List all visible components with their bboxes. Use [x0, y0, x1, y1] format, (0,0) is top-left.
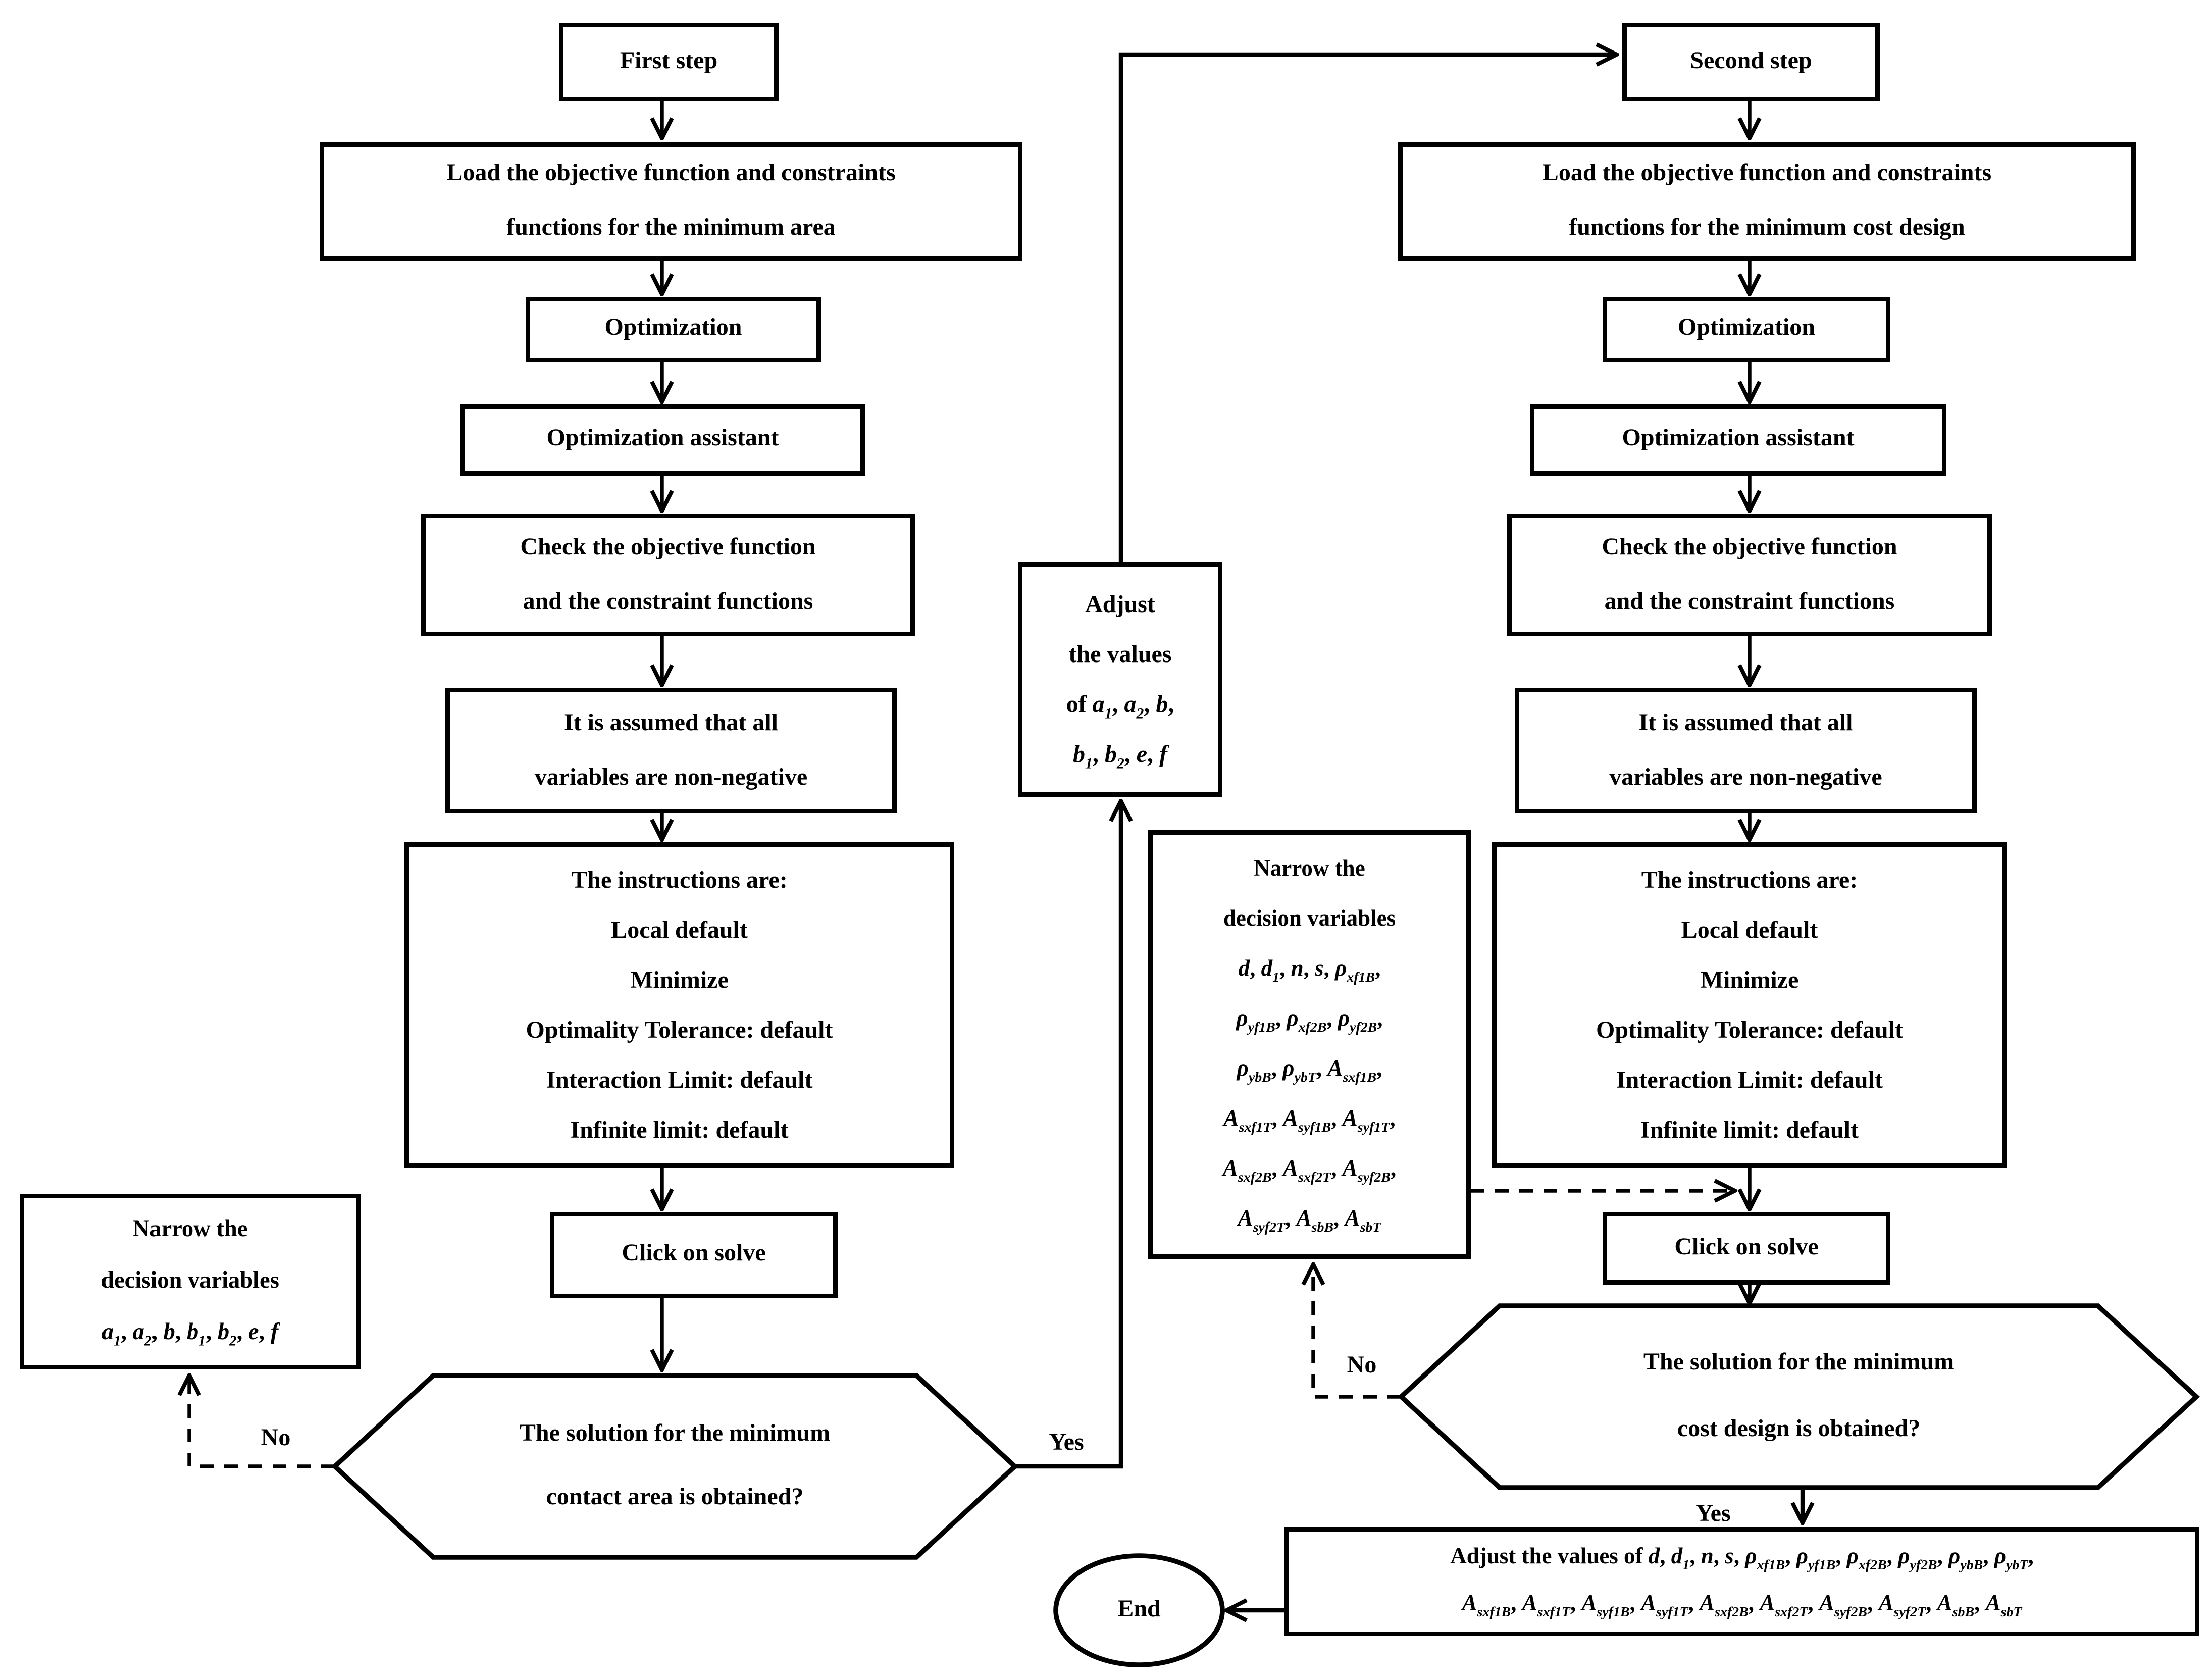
arrow-adjust-to-secondstep — [1118, 55, 1615, 562]
decision-right-line1: The solution for the minimum — [1643, 1350, 1955, 1376]
no-label-left: No — [261, 1426, 291, 1451]
node-instructions-left: The instructions are: Local default Mini… — [404, 842, 954, 1168]
arrow-no-to-narrow-left — [189, 1377, 335, 1468]
narrow-right-vars2: ρyf1B, ρxf2B, ρyf2B, — [1236, 1006, 1383, 1036]
node-assumed-nonnegative-left: It is assumed that all variables are non… — [445, 688, 897, 813]
assumed-right-line1: It is assumed that all — [1638, 709, 1853, 736]
decision-hexagon-right — [1397, 1303, 2200, 1490]
no-label-right: No — [1347, 1353, 1377, 1379]
node-narrow-variables-right: Narrow the decision variables d, d1, n, … — [1148, 830, 1471, 1259]
check-left-line2: and the constraint functions — [523, 588, 813, 615]
node-click-solve-left: Click on solve — [550, 1212, 838, 1298]
narrow-left-line2: decision variables — [101, 1268, 279, 1294]
optimization-assistant-left-label: Optimization assistant — [546, 426, 779, 452]
adjust-loop-line4: b1, b2, e, f — [1072, 741, 1168, 773]
instructions-left-line4: Optimality Tolerance: default — [526, 1017, 833, 1043]
decision-text-left: The solution for the minimum contact are… — [433, 1403, 916, 1530]
node-optimization-right: Optimization — [1603, 297, 1890, 362]
node-narrow-variables-left: Narrow the decision variables a1, a2, b,… — [20, 1194, 361, 1369]
narrow-right-line2: decision variables — [1223, 906, 1396, 931]
load-min-cost-line1: Load the objective function and constrai… — [1542, 161, 1992, 186]
instructions-left-line6: Infinite limit: default — [570, 1117, 789, 1143]
narrow-right-vars5: Asxf2B, Asxf2T, Asyf2B, — [1222, 1156, 1397, 1186]
decision-left-line1: The solution for the minimum — [519, 1421, 831, 1447]
optimization-left-label: Optimization — [604, 315, 742, 341]
instructions-right-line5: Interaction Limit: default — [1616, 1067, 1883, 1093]
arrow-no2-to-narrow-right — [1313, 1266, 1401, 1399]
instructions-left-line3: Minimize — [630, 967, 729, 993]
check-right-line1: Check the objective function — [1602, 534, 1897, 560]
load-min-area-line2: functions for the minimum area — [506, 215, 836, 241]
narrow-left-variables: a1, a2, b, b1, b2, e, f — [101, 1319, 279, 1350]
instructions-right-line1: The instructions are: — [1641, 867, 1858, 893]
end-label: End — [1117, 1597, 1161, 1622]
load-min-cost-line2: functions for the minimum cost design — [1569, 215, 1965, 241]
arrow-yes-to-adjust — [1015, 803, 1121, 1469]
narrow-right-line1: Narrow the — [1254, 856, 1365, 881]
node-check-functions-right: Check the objective function and the con… — [1507, 514, 1992, 636]
narrow-left-line1: Narrow the — [132, 1216, 248, 1242]
instructions-left-line2: Local default — [611, 917, 748, 943]
node-load-min-cost: Load the objective function and constrai… — [1398, 142, 2136, 261]
node-assumed-nonnegative-right: It is assumed that all variables are non… — [1515, 688, 1977, 813]
load-min-area-line1: Load the objective function and constrai… — [446, 161, 896, 186]
narrow-right-vars1: d, d1, n, s, ρxf1B, — [1238, 956, 1381, 986]
narrow-right-vars3: ρybB, ρybT, Asxf1B, — [1237, 1056, 1382, 1086]
assumed-right-line2: variables are non-negative — [1609, 764, 1882, 790]
instructions-right-line4: Optimality Tolerance: default — [1596, 1017, 1903, 1043]
node-check-functions-left: Check the objective function and the con… — [421, 514, 915, 636]
adjust-loop-line3: of a1, a2, b, — [1066, 691, 1174, 723]
instructions-right-line3: Minimize — [1700, 967, 1799, 993]
node-adjust-values-final: Adjust the values of d, d1, n, s, ρxf1B,… — [1284, 1527, 2199, 1636]
node-first-step-label: First step — [620, 47, 718, 74]
adjust-loop-line2: the values — [1068, 641, 1172, 668]
node-adjust-values-loop: Adjust the values of a1, a2, b, b1, b2, … — [1018, 562, 1222, 797]
decision-text-right: The solution for the minimum cost design… — [1500, 1330, 2098, 1463]
node-click-solve-right: Click on solve — [1603, 1212, 1890, 1285]
end-terminator-shape — [1053, 1553, 1225, 1667]
adjust-final-line2: Asxf1B, Asxf1T, Asyf1B, Asyf1T, Asxf2B, … — [1462, 1592, 2022, 1621]
decision-right-line2: cost design is obtained? — [1677, 1416, 1921, 1442]
node-second-step: Second step — [1622, 23, 1880, 101]
adjust-loop-line1: Adjust — [1085, 591, 1155, 618]
node-optimization-assistant-right: Optimization assistant — [1530, 404, 1946, 476]
node-instructions-right: The instructions are: Local default Mini… — [1492, 842, 2007, 1168]
node-optimization-left: Optimization — [526, 297, 821, 362]
click-solve-right-label: Click on solve — [1674, 1234, 1819, 1260]
assumed-left-line2: variables are non-negative — [534, 764, 808, 790]
decision-hexagon-left — [331, 1373, 1019, 1560]
end-terminator: End — [1056, 1583, 1222, 1638]
instructions-right-line6: Infinite limit: default — [1640, 1117, 1859, 1143]
instructions-left-line5: Interaction Limit: default — [546, 1067, 813, 1093]
optimization-right-label: Optimization — [1677, 315, 1815, 341]
optimization-assistant-right-label: Optimization assistant — [1622, 426, 1855, 452]
node-load-min-area: Load the objective function and constrai… — [320, 142, 1022, 261]
instructions-left-line1: The instructions are: — [571, 867, 788, 893]
narrow-right-vars4: Asxf1T, Asyf1B, Asyf1T, — [1223, 1106, 1396, 1136]
node-optimization-assistant-left: Optimization assistant — [460, 404, 865, 476]
instructions-right-line2: Local default — [1681, 917, 1818, 943]
adjust-final-line1: Adjust the values of d, d1, n, s, ρxf1B,… — [1450, 1545, 2034, 1574]
assumed-left-line1: It is assumed that all — [563, 709, 779, 736]
yes-label-left: Yes — [1049, 1430, 1084, 1456]
check-left-line1: Check the objective function — [520, 534, 816, 560]
yes-label-right: Yes — [1695, 1501, 1731, 1527]
narrow-right-vars6: Asyf2T, AsbB, AsbT — [1238, 1206, 1381, 1236]
decision-left-line2: contact area is obtained? — [546, 1485, 804, 1510]
node-first-step: First step — [559, 23, 779, 101]
click-solve-left-label: Click on solve — [622, 1241, 766, 1267]
node-second-step-label: Second step — [1690, 47, 1812, 74]
check-right-line2: and the constraint functions — [1604, 588, 1895, 615]
